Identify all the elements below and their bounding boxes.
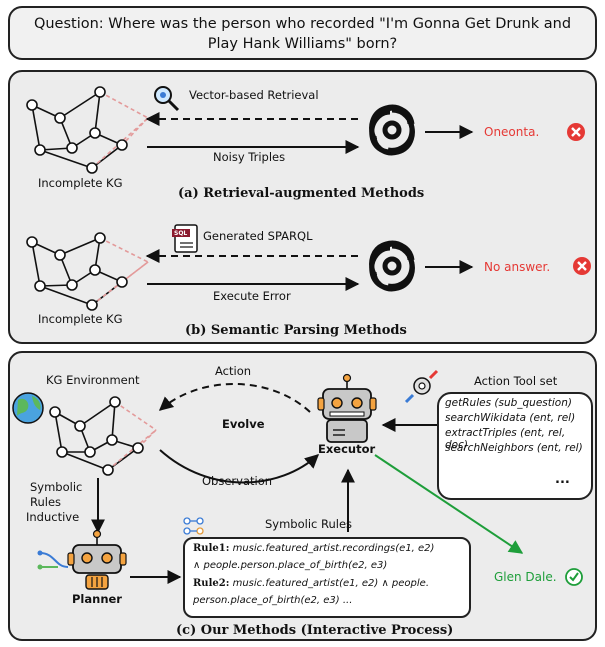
observation-label: Observation bbox=[202, 474, 273, 488]
action-label: Action bbox=[215, 364, 252, 378]
answer-c: Glen Dale. bbox=[494, 570, 557, 584]
llm-logo-icon bbox=[372, 107, 413, 153]
symbolic-rules-label: Symbolic Rules bbox=[265, 517, 353, 531]
evolve-label: Evolve bbox=[222, 417, 265, 431]
kg-label-b: Incomplete KG bbox=[38, 312, 123, 326]
rule2-line2: person.place_of_birth(e2, e3) ... bbox=[193, 595, 352, 606]
tool-item: searchWikidata (ent, rel) bbox=[445, 412, 576, 424]
planner-robot-icon bbox=[67, 529, 127, 590]
answer-a: Oneonta. bbox=[484, 125, 540, 139]
correct-icon bbox=[565, 568, 583, 586]
rule1-name: Rule1: bbox=[193, 543, 230, 554]
kg-graph-a bbox=[31, 91, 123, 169]
question-text: Question: Where was the person who recor… bbox=[33, 16, 572, 52]
wrong-icon bbox=[567, 123, 585, 141]
globe-icon bbox=[12, 392, 44, 424]
rule2-name: Rule2: bbox=[193, 578, 230, 589]
symbolic-rules-box: Rule1: music.featured_artist.recordings(… bbox=[183, 537, 471, 618]
kg-graph-b bbox=[31, 237, 123, 306]
panel-baselines bbox=[8, 70, 597, 344]
symbolic-label: Symbolic bbox=[30, 480, 83, 494]
action-tool-box: getRules (sub_question) searchWikidata (… bbox=[437, 392, 593, 500]
planner-label: Planner bbox=[72, 592, 122, 606]
execute-error-label: Execute Error bbox=[213, 289, 291, 303]
rule1-line1: Rule1: music.featured_artist.recordings(… bbox=[193, 543, 434, 554]
sql-tag: SQL bbox=[174, 230, 188, 237]
kg-label-a: Incomplete KG bbox=[38, 176, 123, 190]
rule1-line2: ∧ people.person.place_of_birth(e2, e3) bbox=[193, 560, 387, 571]
magnifier-icon bbox=[154, 86, 180, 112]
caption-a: (a) Retrieval-augmented Methods bbox=[178, 186, 425, 201]
flow-icon bbox=[183, 517, 204, 535]
executor-robot-icon bbox=[317, 373, 377, 443]
sparql-label: Generated SPARQL bbox=[203, 229, 313, 243]
kg-graph-c bbox=[54, 401, 139, 471]
caption-c: (c) Our Methods (Interactive Process) bbox=[176, 623, 454, 638]
llm-logo-icon bbox=[372, 243, 413, 289]
rule2-line1: Rule2: music.featured_artist(e1, e2) ∧ p… bbox=[193, 578, 429, 589]
kg-environment-label: KG Environment bbox=[46, 373, 140, 387]
rule2-text: music.featured_artist(e1, e2) ∧ people. bbox=[229, 578, 430, 589]
tool-item: extractTriples (ent, rel, doc) bbox=[445, 427, 566, 451]
tool-more: ... bbox=[555, 472, 570, 487]
tool-set-title: Action Tool set bbox=[474, 374, 558, 388]
noisy-triples-label: Noisy Triples bbox=[213, 150, 286, 164]
rules-label: Rules bbox=[30, 495, 62, 509]
kg-node bbox=[26, 99, 38, 111]
rule1-text-2: ∧ people.person.place_of_birth(e2, e3) bbox=[193, 560, 388, 571]
tools-settings-icon bbox=[404, 369, 439, 404]
question-box: Question: Where was the person who recor… bbox=[8, 6, 597, 60]
tool-item: searchNeighbors (ent, rel) bbox=[445, 442, 583, 454]
inductive-label: Inductive bbox=[26, 510, 80, 524]
sql-document-icon bbox=[172, 224, 198, 253]
executor-label: Executor bbox=[318, 442, 376, 456]
caption-b: (b) Semantic Parsing Methods bbox=[185, 323, 407, 338]
rule2-text-2: person.place_of_birth(e2, e3) ... bbox=[193, 595, 353, 606]
wrong-icon bbox=[573, 257, 591, 275]
answer-b: No answer. bbox=[484, 260, 551, 274]
tool-item: getRules (sub_question) bbox=[445, 397, 572, 409]
route-icon bbox=[37, 550, 69, 570]
retrieval-label: Vector-based Retrieval bbox=[189, 88, 319, 102]
rule1-text: music.featured_artist.recordings(e1, e2) bbox=[229, 543, 435, 554]
